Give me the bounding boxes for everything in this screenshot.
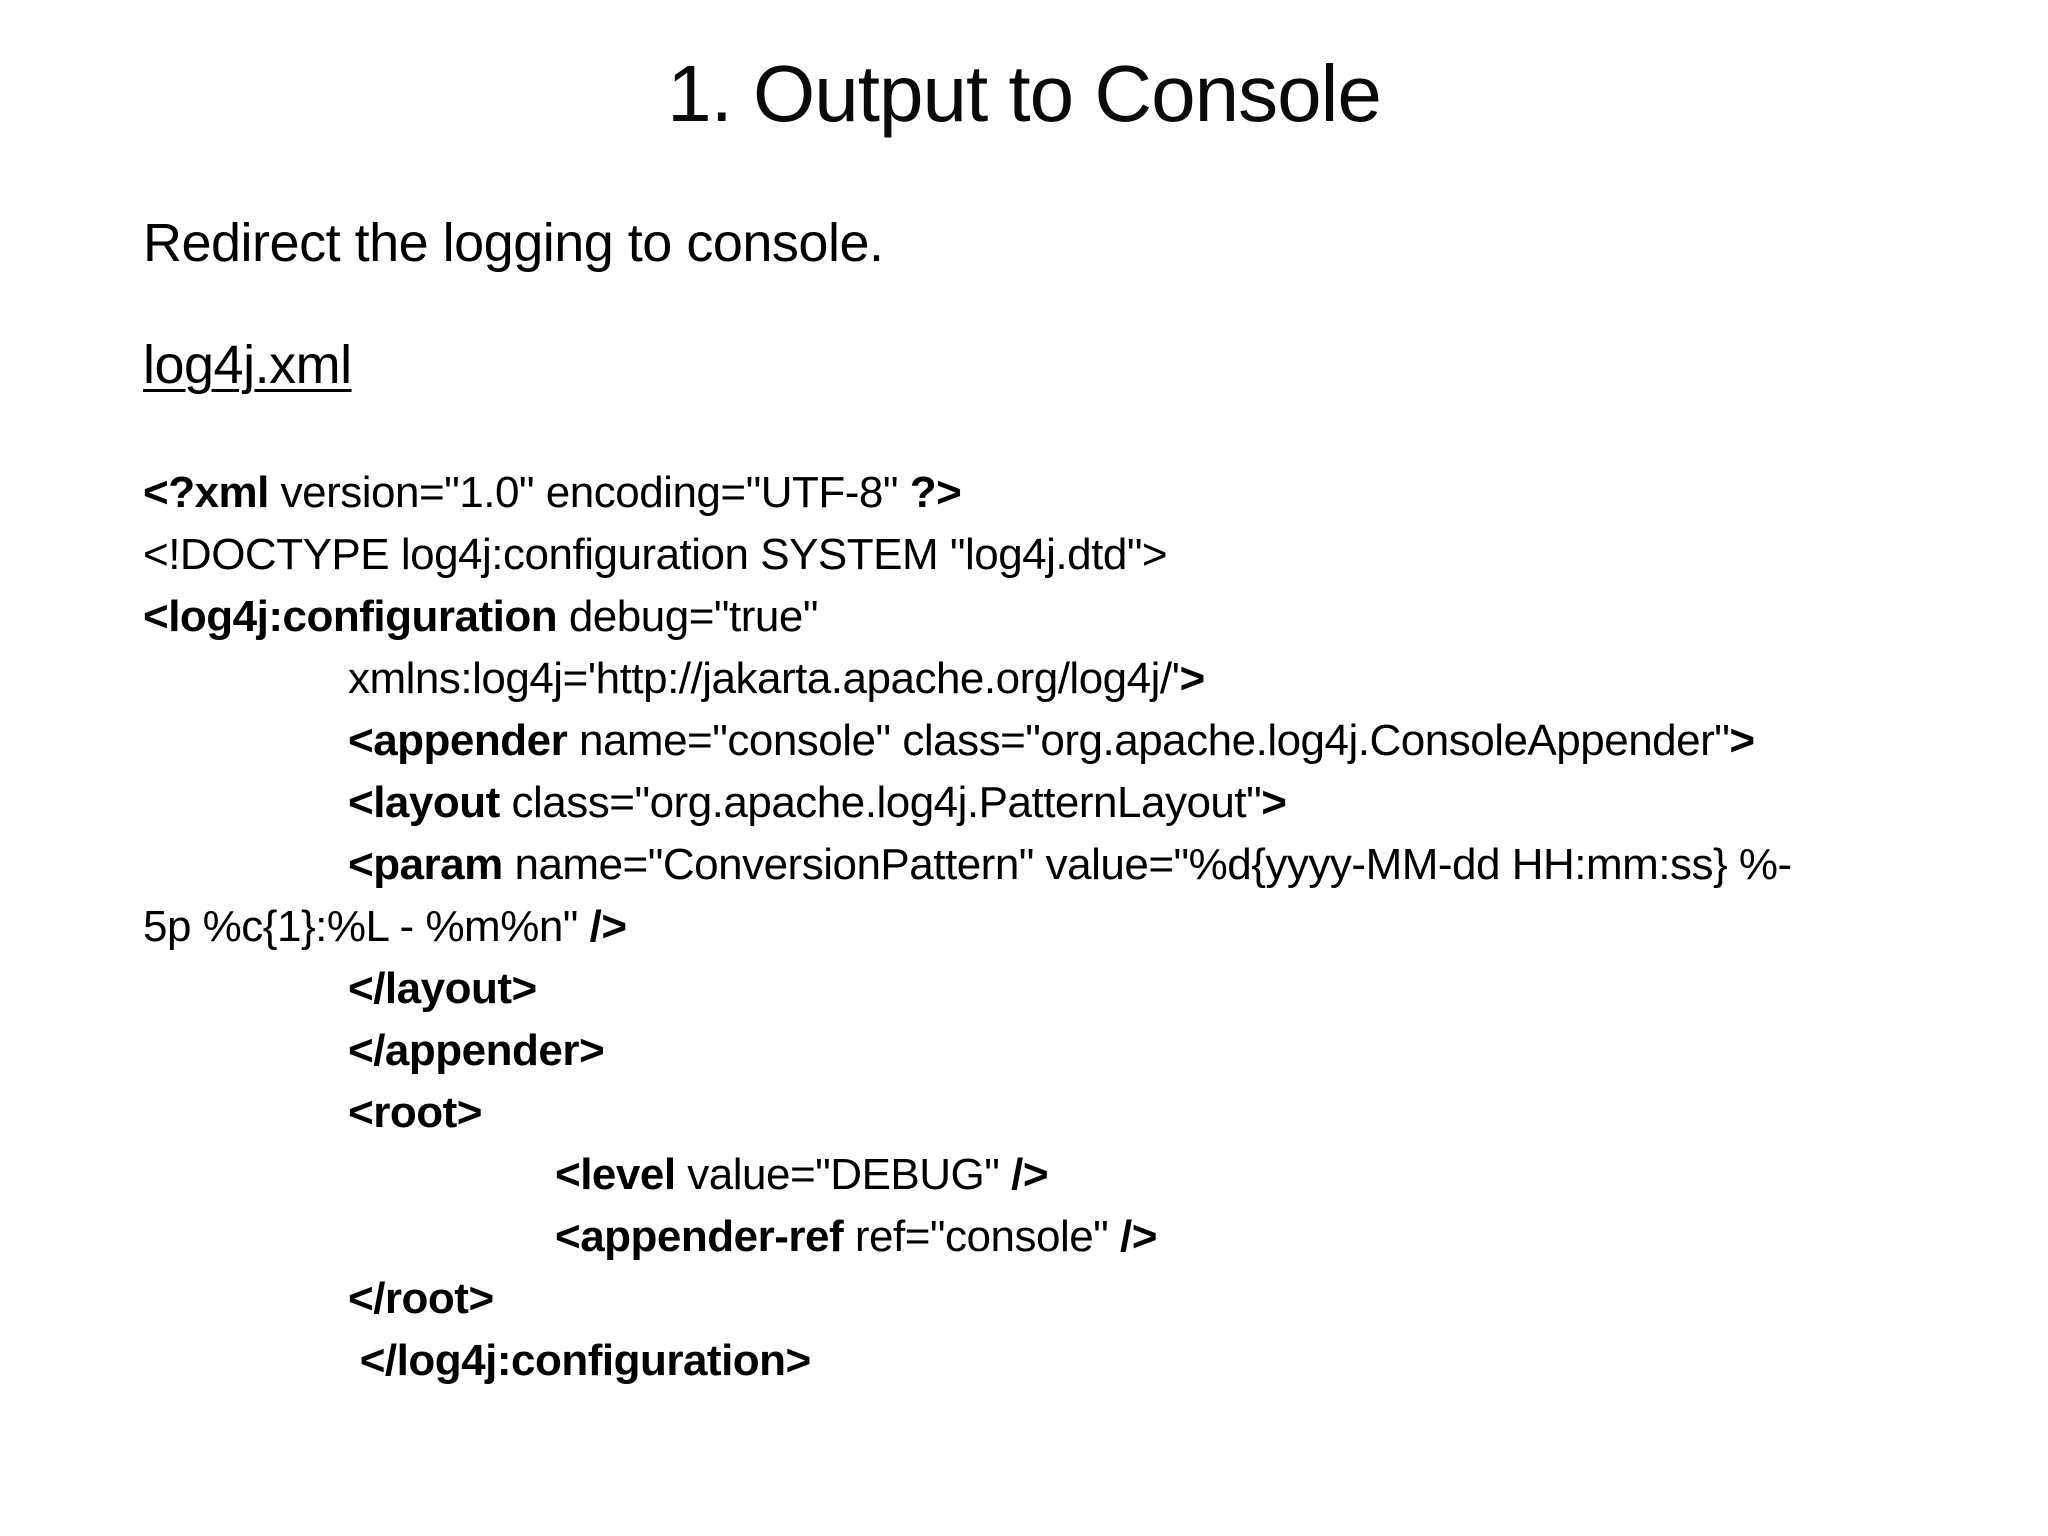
- code-line: 5p %c{1}:%L - %m%n" />: [143, 896, 2008, 958]
- code-tag-segment: <level: [555, 1150, 676, 1199]
- code-text-segment: name="console" class="org.apache.log4j.C…: [567, 716, 1730, 765]
- code-block: <?xml version="1.0" encoding="UTF-8" ?><…: [143, 462, 2008, 1392]
- code-line: <layout class="org.apache.log4j.PatternL…: [143, 772, 2008, 834]
- code-tag-segment: <?xml: [143, 468, 269, 517]
- code-tag-segment: />: [1011, 1150, 1049, 1199]
- intro-text: Redirect the logging to console.: [143, 213, 884, 273]
- code-text-segment: <!DOCTYPE log4j:configuration SYSTEM "lo…: [143, 530, 1168, 579]
- code-text-segment: 5p %c{1}:%L - %m%n": [143, 902, 590, 951]
- code-text-segment: version="1.0" encoding="UTF-8": [268, 468, 910, 517]
- code-text-segment: ref="console": [843, 1212, 1121, 1261]
- slide-title: 1. Output to Console: [667, 49, 1382, 138]
- code-text-segment: class="org.apache.log4j.PatternLayout": [499, 778, 1262, 827]
- code-tag-segment: </log4j:configuration>: [348, 1336, 812, 1385]
- code-line: <?xml version="1.0" encoding="UTF-8" ?>: [143, 462, 2008, 524]
- code-line: <root>: [143, 1082, 2008, 1144]
- code-line: <appender-ref ref="console" />: [143, 1206, 2008, 1268]
- code-tag-segment: <appender: [348, 716, 568, 765]
- filename-text: log4j.xml: [143, 335, 352, 395]
- code-line: </layout>: [143, 958, 2008, 1020]
- code-line: <log4j:configuration debug="true": [143, 586, 2008, 648]
- code-tag-segment: >: [1729, 716, 1755, 765]
- code-tag-segment: <appender-ref: [555, 1212, 844, 1261]
- code-text-segment: value="DEBUG": [675, 1150, 1012, 1199]
- code-tag-segment: </root>: [348, 1274, 494, 1323]
- code-line: </appender>: [143, 1020, 2008, 1082]
- code-text-segment: debug="true": [557, 592, 819, 641]
- code-tag-segment: <layout: [348, 778, 500, 827]
- code-tag-segment: </layout>: [348, 964, 537, 1013]
- code-text-segment: name="ConversionPattern" value="%d{yyyy-…: [502, 840, 1792, 889]
- code-tag-segment: >: [1179, 654, 1206, 703]
- code-tag-segment: <root>: [348, 1088, 482, 1137]
- code-text-segment: xmlns:log4j='http://jakarta.apache.org/l…: [348, 654, 1180, 703]
- code-tag-segment: <param: [348, 840, 503, 889]
- code-line: </root>: [143, 1268, 2008, 1330]
- code-line: <!DOCTYPE log4j:configuration SYSTEM "lo…: [143, 524, 2008, 586]
- code-line: xmlns:log4j='http://jakarta.apache.org/l…: [143, 648, 2008, 710]
- code-tag-segment: />: [1120, 1212, 1157, 1261]
- code-tag-segment: />: [589, 902, 627, 951]
- code-line: <param name="ConversionPattern" value="%…: [143, 834, 2008, 896]
- code-tag-segment: <log4j:configuration: [143, 592, 558, 641]
- code-line: <appender name="console" class="org.apac…: [143, 710, 2008, 772]
- filename-line: log4j.xml: [143, 334, 352, 396]
- code-line: </log4j:configuration>: [143, 1330, 2008, 1392]
- code-tag-segment: >: [1261, 778, 1287, 827]
- code-tag-segment: </appender>: [348, 1026, 605, 1075]
- code-line: <level value="DEBUG" />: [143, 1144, 2008, 1206]
- code-tag-segment: ?>: [909, 468, 962, 517]
